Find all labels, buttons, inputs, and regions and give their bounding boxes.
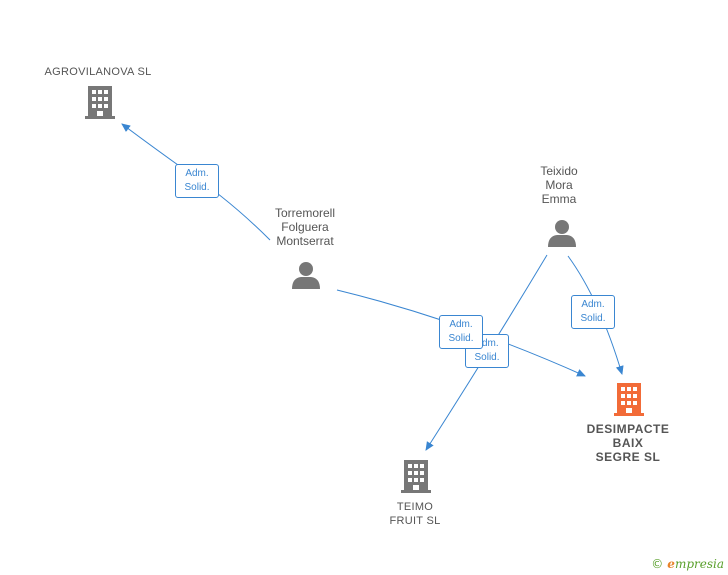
node-label-agrovilanova[interactable]: AGROVILANOVA SL — [44, 66, 152, 78]
node-label-desimpacte[interactable]: DESIMPACTE BAIX SEGRE SL — [586, 422, 670, 464]
person-icon[interactable] — [292, 262, 320, 289]
node-label-torremorell[interactable]: Torremorell Folguera Montserrat — [274, 206, 336, 248]
edge-label-adm-solid: Adm. Solid. — [175, 164, 219, 198]
node-label-teixido[interactable]: Teixido Mora Emma — [540, 164, 578, 206]
edge-label-adm-solid: Adm. Solid. — [571, 295, 615, 329]
brand-mark: e — [667, 557, 675, 571]
building-icon[interactable] — [401, 460, 431, 493]
main-building-icon[interactable] — [614, 383, 644, 416]
building-icon[interactable] — [85, 86, 115, 119]
node-label-teimo[interactable]: TEIMO FRUIT SL — [389, 501, 441, 527]
copyright-icon: © — [651, 557, 664, 571]
edge-label-adm-solid: Adm. Solid. — [439, 315, 483, 349]
person-icon[interactable] — [548, 220, 576, 247]
brand-footer: ©empresia — [651, 557, 724, 571]
brand-name: mpresia — [674, 557, 724, 571]
